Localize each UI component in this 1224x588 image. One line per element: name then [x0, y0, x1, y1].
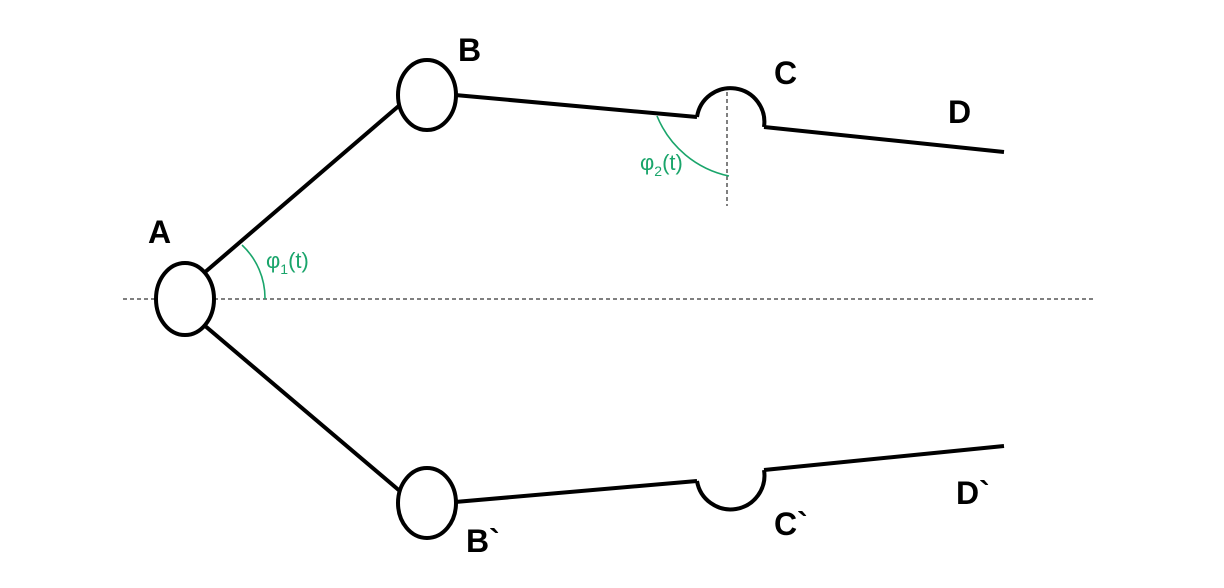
label-b-prime: B`	[466, 523, 500, 559]
label-a: A	[148, 214, 171, 250]
phi1-subscript: 1	[280, 261, 288, 277]
phi1-label: φ1(t)	[266, 248, 309, 277]
link-b-c	[454, 93, 698, 119]
joint-c	[695, 86, 767, 128]
link-b-prime-c-prime	[454, 479, 698, 504]
link-a-b	[202, 102, 403, 275]
phi2-subscript: 2	[654, 163, 662, 179]
link-c-d	[763, 125, 1005, 154]
joint-c-prime	[695, 469, 767, 512]
phi2-argument: (t)	[662, 150, 683, 175]
phi1-argument: (t)	[288, 248, 309, 273]
label-d-prime: D`	[956, 475, 990, 511]
phi2-label: φ2(t)	[640, 150, 683, 179]
label-d: D	[948, 94, 971, 130]
link-a-b-prime	[202, 323, 403, 494]
phi2-symbol: φ	[640, 150, 654, 175]
label-b: B	[458, 32, 481, 68]
phi1-symbol: φ	[266, 248, 280, 273]
phi2-angle-arc	[656, 115, 730, 177]
label-c-prime: C`	[774, 506, 808, 542]
phi1-angle-arc	[241, 244, 266, 300]
link-c-prime-d-prime	[763, 444, 1005, 472]
joint-b-prime	[396, 466, 458, 540]
joint-b	[396, 58, 458, 132]
joint-a	[154, 261, 216, 337]
label-c: C	[774, 55, 797, 91]
